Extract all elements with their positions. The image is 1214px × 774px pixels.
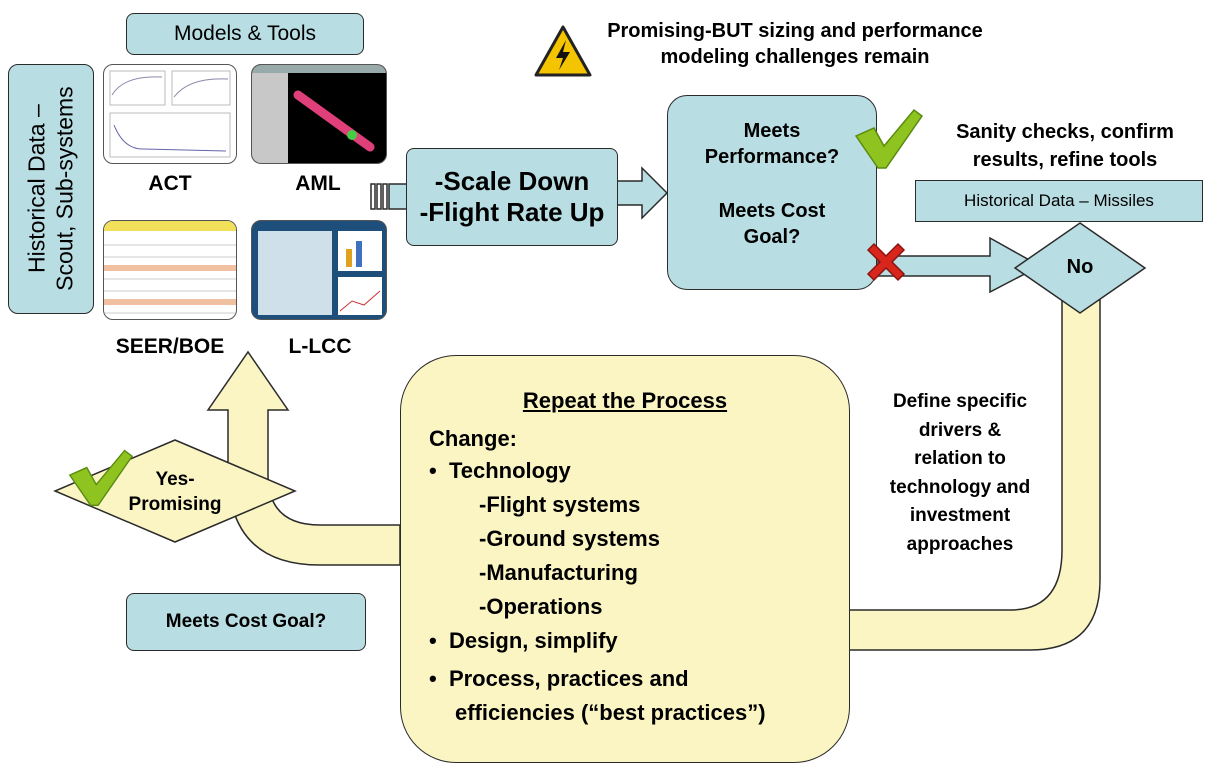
no-decision-diamond — [1013, 222, 1147, 314]
meets-cost-label: Meets Cost Goal? — [718, 200, 826, 248]
no-label: No — [1066, 256, 1094, 278]
meets-cost-goal-box: Meets Cost Goal? — [126, 593, 366, 651]
llcc-thumbnail — [251, 220, 387, 320]
cross-icon — [866, 242, 906, 282]
warning-text: Promising-BUT sizing and performance mod… — [607, 20, 983, 68]
warning-icon — [534, 25, 592, 77]
process-item: • Process, practices and efficiencies (“… — [429, 666, 766, 725]
yes-promising-label: Yes- Promising — [128, 469, 222, 515]
repeat-process-box: Repeat the Process Change: • Technology … — [400, 355, 850, 763]
act-thumbnail — [103, 64, 237, 164]
sub-manufacturing: -Manufacturing — [479, 560, 638, 585]
meets-box: Meets Performance? Meets Cost Goal? — [667, 95, 877, 290]
historical-missiles-label: Historical Data – Missiles — [964, 191, 1154, 210]
act-label: ACT — [148, 172, 192, 195]
design-item: • Design, simplify — [429, 628, 618, 653]
historical-missiles-box: Historical Data – Missiles — [915, 180, 1203, 222]
historical-scout-box: Historical Data – Scout, Sub-systems — [8, 64, 94, 314]
aml-thumbnail — [251, 64, 387, 164]
scale-down-label: -Scale Down — [434, 165, 590, 196]
scale-down-box: -Scale Down -Flight Rate Up — [406, 148, 618, 246]
checkmark-icon — [68, 449, 134, 507]
sub-ground: -Ground systems — [479, 526, 660, 551]
seer-label: SEER/BOE — [115, 335, 225, 358]
scale-to-meets-arrow — [616, 166, 669, 220]
repeat-to-tools-arrow — [206, 350, 401, 566]
checkmark-icon — [854, 108, 924, 169]
seer-thumbnail — [103, 220, 237, 320]
left-arrow-stub — [382, 183, 388, 210]
meets-cost-goal-label: Meets Cost Goal? — [165, 611, 327, 632]
sanity-checks-text: Sanity checks, confirm results, refine t… — [956, 121, 1174, 171]
historical-scout-label: Historical Data – Scout, Sub-systems — [23, 86, 77, 292]
left-arrow-stub — [370, 183, 376, 210]
flight-rate-label: -Flight Rate Up — [419, 197, 605, 227]
technology-item: • Technology — [429, 458, 571, 483]
change-label: Change: — [429, 426, 517, 451]
tools-to-scale-arrow — [388, 183, 408, 210]
sub-operations: -Operations — [479, 594, 603, 619]
define-drivers-text: Define specific drivers & relation to te… — [889, 391, 1031, 555]
models-tools-label: Models & Tools — [173, 22, 317, 45]
sub-flight: -Flight systems — [479, 492, 641, 517]
repeat-title: Repeat the Process — [522, 388, 728, 413]
aml-label: AML — [295, 172, 341, 195]
llcc-label: L-LCC — [288, 335, 352, 358]
meets-performance-label: Meets Performance? — [704, 120, 840, 168]
left-arrow-stub — [376, 183, 382, 210]
models-tools-box: Models & Tools — [126, 13, 364, 55]
